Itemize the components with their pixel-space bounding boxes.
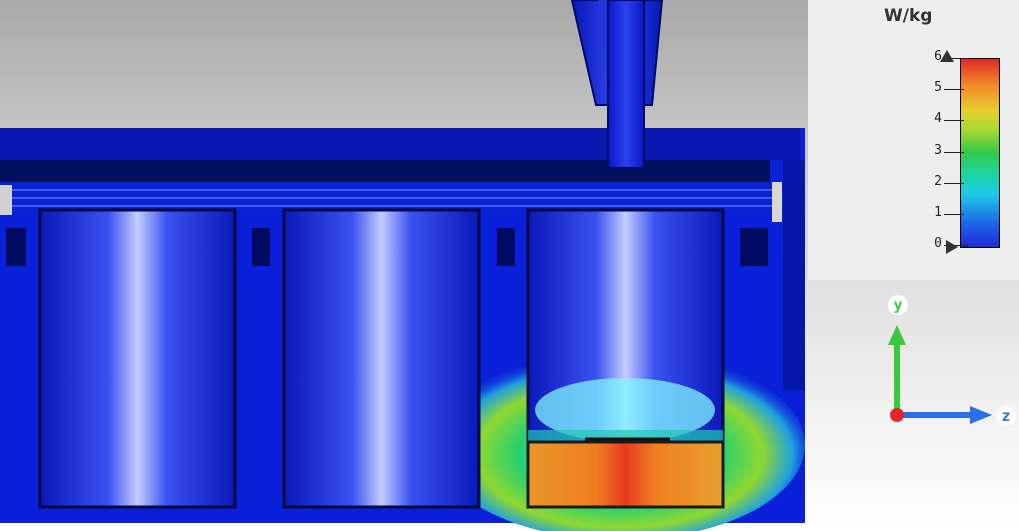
tick-label: 5	[934, 80, 942, 95]
tab	[497, 228, 515, 266]
axis-y-label: y	[888, 295, 908, 315]
tick-line	[944, 58, 968, 59]
slab-top-dark	[0, 160, 800, 182]
tab	[6, 228, 26, 266]
tick-line	[944, 89, 964, 90]
axis-triad: y z	[870, 290, 1019, 440]
cylinder-2	[282, 208, 481, 509]
tick-label: 3	[934, 143, 942, 158]
tab	[740, 228, 768, 266]
axis-z-label: z	[996, 406, 1016, 426]
tab	[252, 228, 270, 266]
slab-right-edge	[783, 160, 805, 390]
colorbar[interactable]	[960, 58, 1000, 248]
tick-label: 1	[934, 205, 942, 220]
tick-line	[944, 214, 964, 215]
tick-label: 0	[934, 236, 942, 251]
hot-pad	[526, 440, 725, 509]
probe	[570, 0, 664, 169]
axis-triad-icon	[888, 325, 992, 424]
tick-line	[944, 120, 964, 121]
colorbar-min-marker-icon[interactable]	[946, 240, 958, 254]
tick-line	[944, 152, 964, 153]
slab-top-edge	[0, 128, 800, 160]
tick-label: 6	[934, 49, 942, 64]
sar-field-scene[interactable]	[0, 0, 810, 531]
cylinder-1	[38, 208, 237, 509]
cylinder-3	[526, 208, 725, 509]
tick-label: 2	[934, 174, 942, 189]
colorbar-unit-label: W/kg	[884, 6, 933, 26]
tick-line	[944, 183, 964, 184]
ribbed-plate	[0, 182, 782, 222]
colorbar-max-marker-icon[interactable]	[940, 50, 954, 62]
tick-label: 4	[934, 111, 942, 126]
